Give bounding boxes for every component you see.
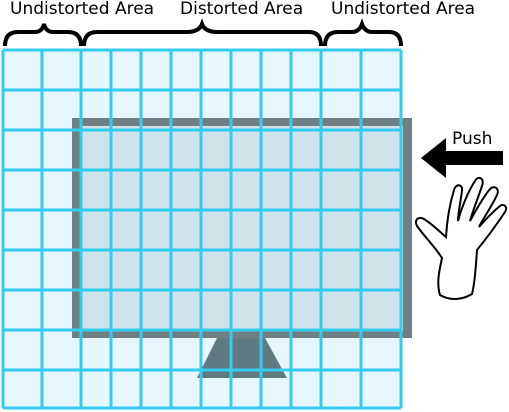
brace-left (3, 23, 83, 47)
push-label: Push (452, 129, 492, 149)
undistorted-area-right-label: Undistorted Area (331, 0, 476, 19)
monitor-stand (197, 338, 287, 378)
brace-middle (82, 18, 323, 47)
undistorted-area-left-label: Undistorted Area (10, 0, 155, 19)
hand-icon (414, 176, 508, 300)
push-arrow-icon (421, 138, 503, 178)
grid-lines (1, 48, 403, 410)
brace-right (323, 18, 403, 47)
monitor-screen (80, 126, 403, 331)
distorted-area-label: Distorted Area (180, 0, 304, 19)
